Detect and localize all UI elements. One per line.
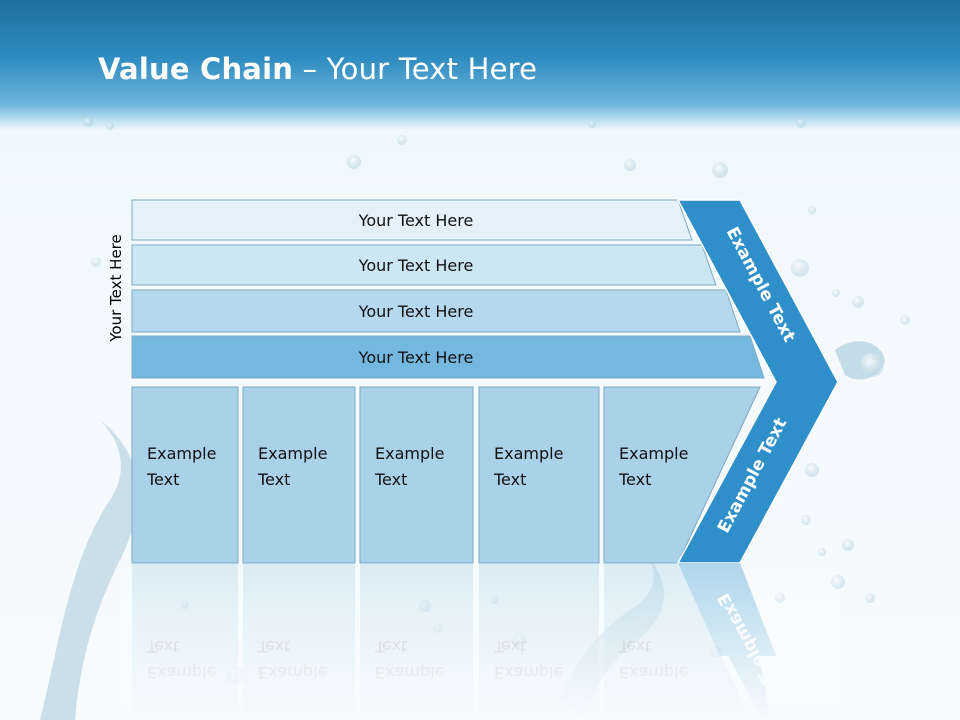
primary-block-text: Text [257,470,290,489]
drop [860,353,884,377]
support-row-3 [131,289,741,333]
primary-block-text: Text [493,470,526,489]
drop [397,135,407,145]
support-row-label: Your Text Here [358,302,474,321]
drop [808,206,816,214]
splash-stream-left [40,420,138,720]
primary-block-text: Example [619,444,688,463]
drop [712,162,728,178]
primary-block-text: Text [374,470,407,489]
drop [624,159,636,171]
drop [801,515,811,525]
drop [900,315,910,325]
support-row-2 [131,244,717,286]
drop [865,593,875,603]
drop [796,118,806,128]
title-bold: Value Chain [98,52,294,86]
primary-block-text: Example [258,444,327,463]
primary-block-text: Example [494,444,563,463]
title-rest: – Your Text Here [293,52,538,86]
primary-block-text: Text [146,470,179,489]
drop [106,122,114,130]
slide-title: Value Chain – Your Text Here [98,52,537,86]
drop [818,548,826,556]
drop [852,296,864,308]
support-row-label: Your Text Here [358,348,474,367]
drop [805,463,819,477]
drop [347,155,361,169]
drop [832,289,840,297]
support-row-label: Your Text Here [358,256,474,275]
support-row-4 [131,335,765,379]
reflection-fade [120,563,840,720]
drop [588,120,596,128]
drop [83,117,93,127]
drop [791,259,809,277]
primary-block-text: Text [618,470,651,489]
header-band [0,0,960,130]
support-row-label: Your Text Here [358,211,474,230]
primary-block-text: Example [375,444,444,463]
support-row-1 [131,199,693,241]
drop [842,539,854,551]
drop [91,257,101,267]
primary-block-text: Example [147,444,216,463]
